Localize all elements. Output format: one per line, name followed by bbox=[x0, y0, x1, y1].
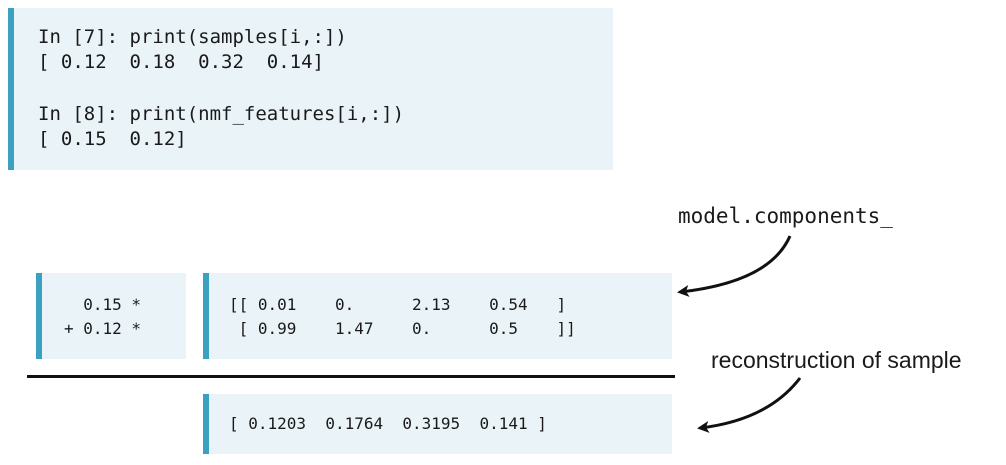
reconstruction-values: [ 0.1203 0.1764 0.3195 0.141 ] bbox=[229, 414, 547, 433]
input-line-7: In [7]: print(samples[i,:]) bbox=[38, 26, 347, 48]
coefficient-line-1: 0.15 * bbox=[64, 295, 142, 314]
coefficient-line-2: + 0.12 * bbox=[64, 319, 142, 338]
components-arrow-icon bbox=[677, 235, 792, 297]
reconstruction-arrow-icon bbox=[697, 377, 802, 433]
coefficients-block: 0.15 * + 0.12 * bbox=[36, 273, 186, 359]
output-line-7: [ 0.12 0.18 0.32 0.14] bbox=[38, 51, 324, 73]
reconstruction-block: [ 0.1203 0.1764 0.3195 0.141 ] bbox=[203, 394, 672, 454]
output-line-8: [ 0.15 0.12] bbox=[38, 128, 187, 150]
reconstruction-label: reconstruction of sample bbox=[711, 347, 962, 373]
components-label: model.components_ bbox=[678, 204, 893, 228]
code-cell-top: In [7]: print(samples[i,:]) [ 0.12 0.18 … bbox=[8, 8, 613, 170]
components-row-2: [ 0.99 1.47 0. 0.5 ]] bbox=[229, 319, 576, 338]
input-line-8: In [8]: print(nmf_features[i,:]) bbox=[38, 103, 405, 125]
sum-divider-line bbox=[27, 375, 675, 378]
components-row-1: [[ 0.01 0. 2.13 0.54 ] bbox=[229, 295, 567, 314]
components-matrix-block: [[ 0.01 0. 2.13 0.54 ] [ 0.99 1.47 0. 0.… bbox=[203, 273, 672, 359]
